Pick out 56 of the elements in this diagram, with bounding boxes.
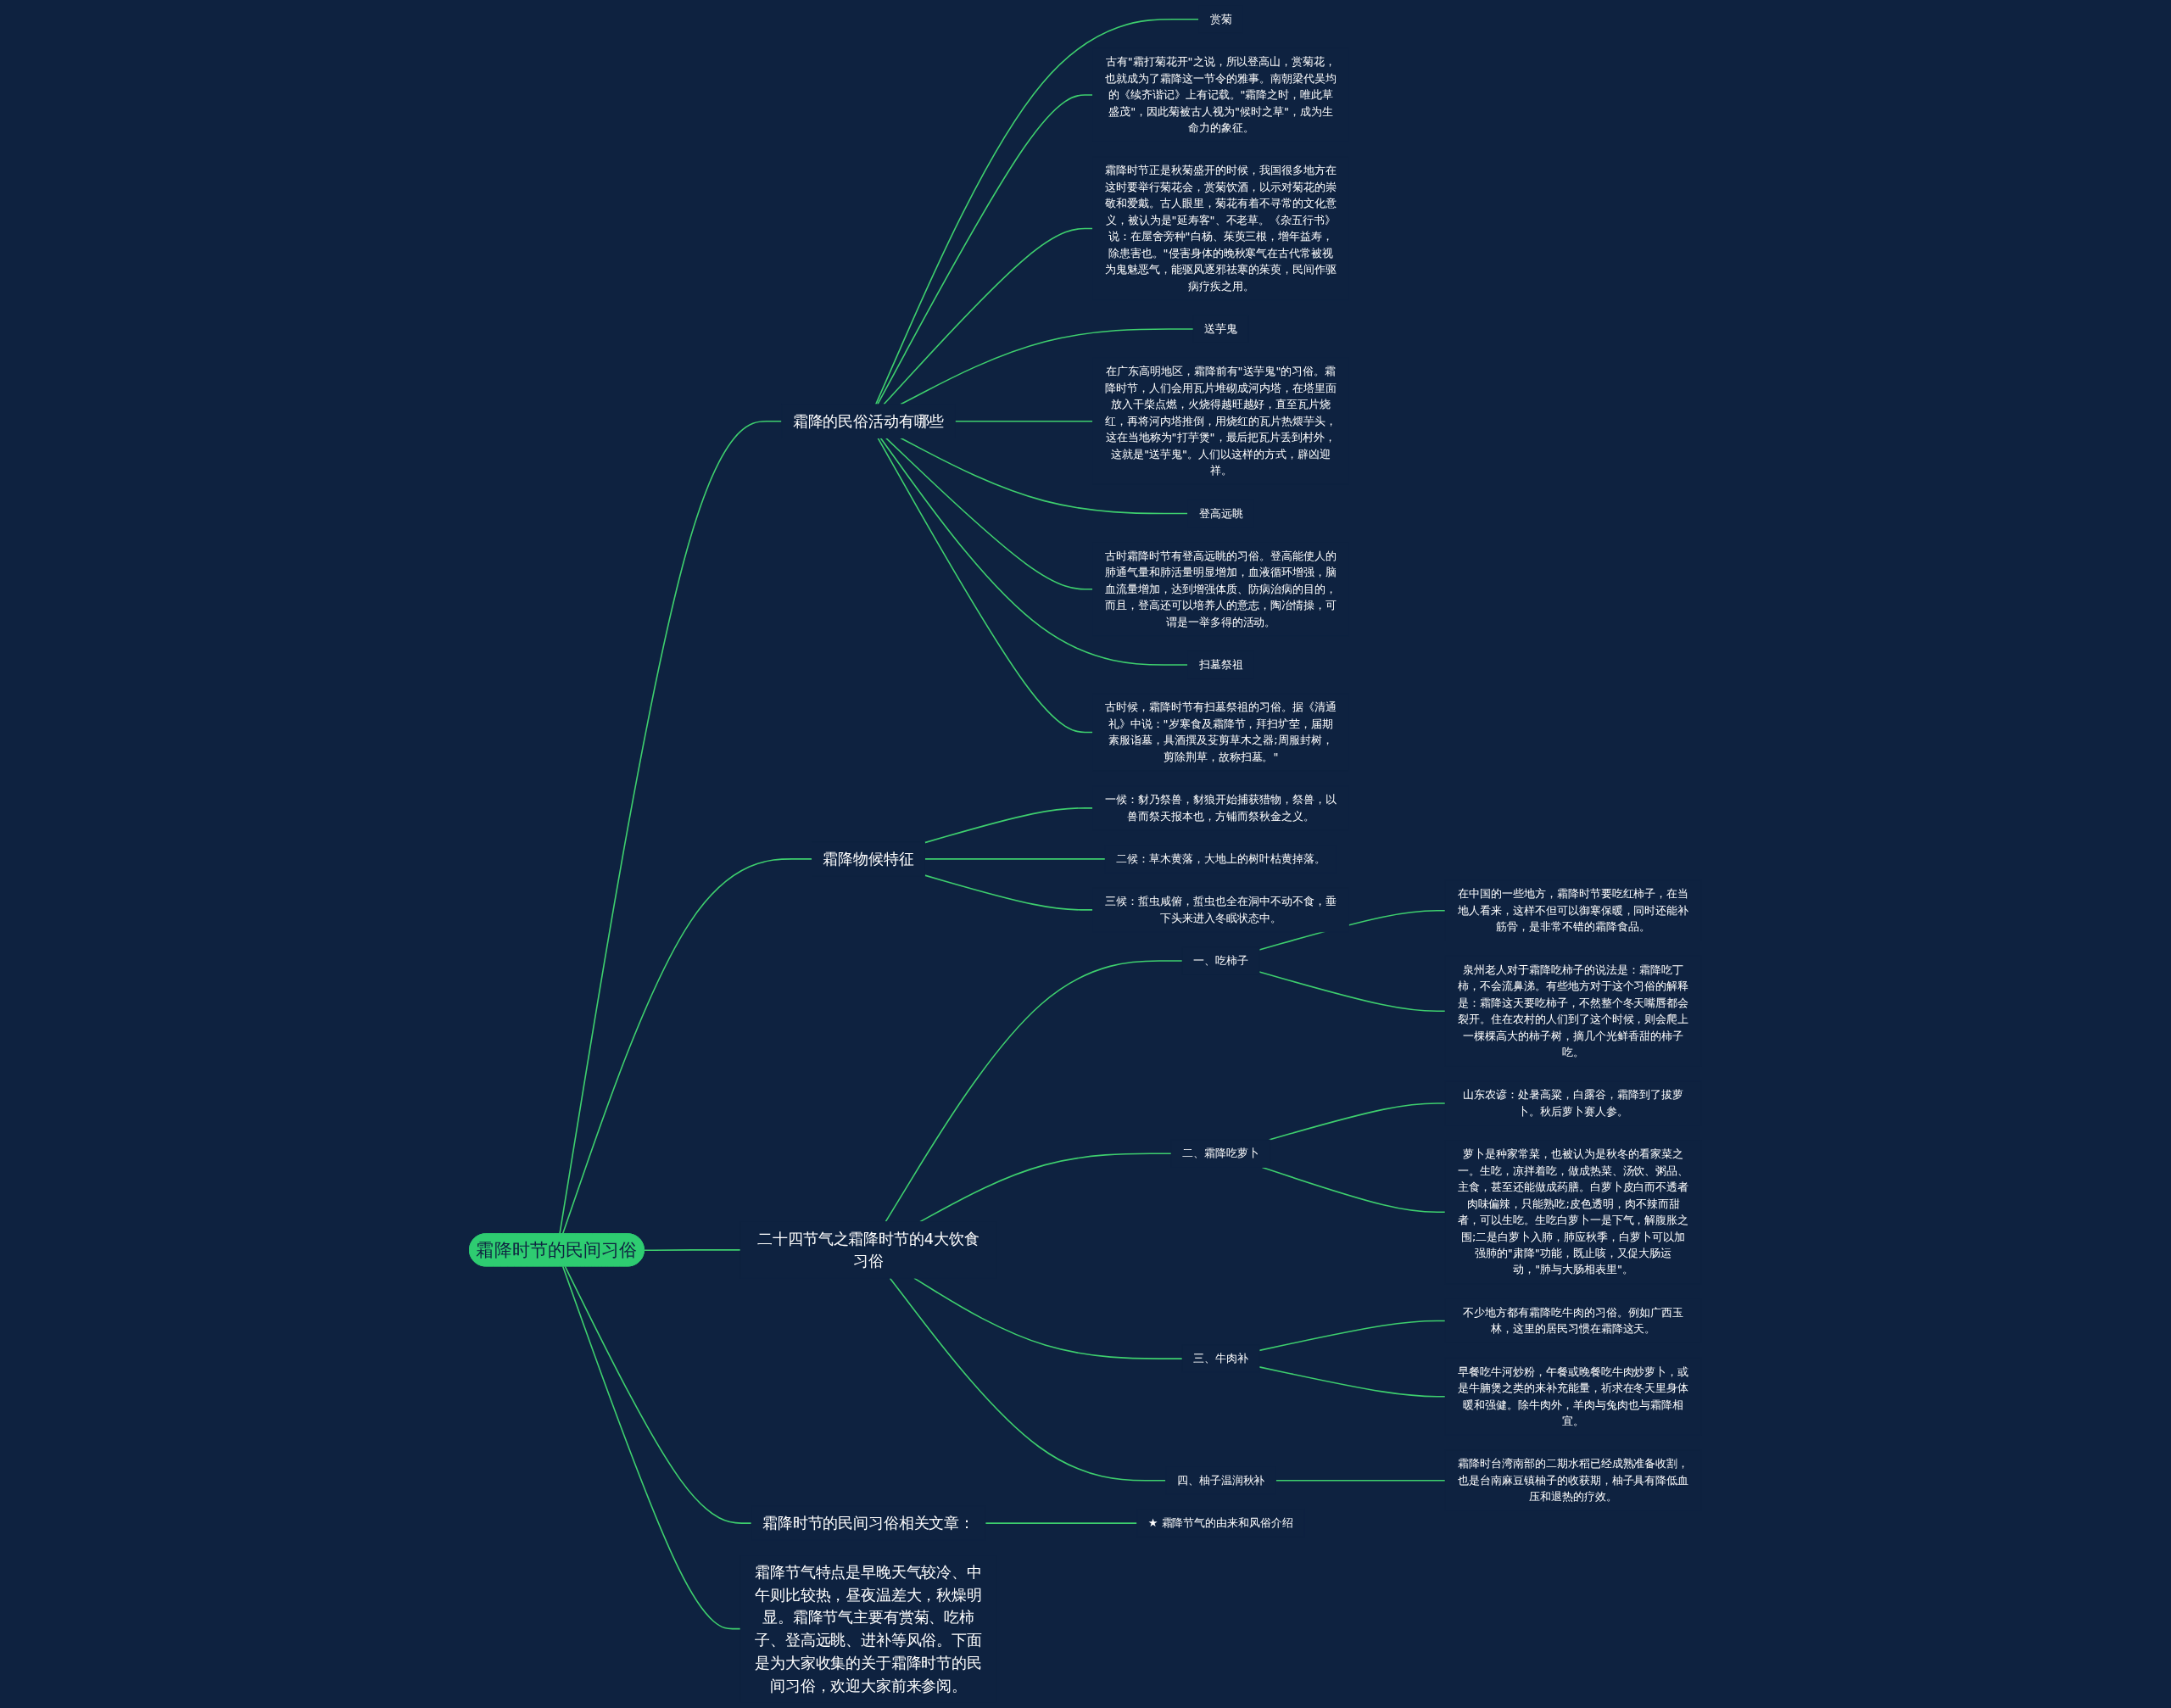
- node-text: 霜降时节正是秋菊盛开的时候，我国很多地方在这时要举行菊花会，赏菊饮酒，以示对菊花的崇敬和爱戴。古人眼里，菊花有着不寻常的文化意义，被认为是"延寿客"、不老草。《杂五行书》说：在屋舍旁种"白杨、茱萸三根，增年益寿，除患害也。"侵害身体的晚秋寒气在古代常被视为鬼魅恶气，能驱风逐邪祛寒的茱萸，民间作驱病疗疾之用。: [1105, 164, 1337, 293]
- connector: [913, 1277, 1184, 1359]
- connector: [562, 1265, 742, 1630]
- connector: [1261, 1166, 1447, 1214]
- node-text: 登高远眺: [1198, 506, 1243, 520]
- node-text: 霜降物候特征: [823, 850, 914, 868]
- connector: [924, 807, 1094, 844]
- node-text: ★ 霜降节气的由来和风俗介绍: [1147, 1515, 1294, 1530]
- connector: [924, 858, 1107, 860]
- connector: [985, 1522, 1138, 1524]
- node-text: 一候：豺乃祭兽，豺狼开始捕获猎物，祭兽，以兽而祭天报本也，方铺而祭秋金之义。: [1105, 792, 1337, 823]
- connector: [1259, 971, 1447, 1013]
- node-text: 一、吃柿子: [1193, 953, 1249, 968]
- node-text: 赏菊: [1209, 12, 1232, 26]
- connector: [885, 437, 1094, 590]
- node-text: 不少地方都有霜降吃牛肉的习俗。例如广西玉林，这里的居民习惯在霜降这天。: [1463, 1305, 1684, 1336]
- node-text: 送芋鬼: [1204, 321, 1238, 336]
- node-text: 泉州老人对于霜降吃柿子的说法是：霜降吃丁柿，不会流鼻涕。有些地方对于这个习俗的解释是：霜降这天要吃柿子，不然整个冬天嘴唇都会裂开。住在农村的人们到了这个时候，则会爬上一棵棵高大的柿子树，摘几个光鲜香甜的柿子吃。: [1457, 963, 1689, 1059]
- node-text: 四、柚子温润秋补: [1176, 1473, 1265, 1488]
- connector: [900, 437, 1189, 515]
- node-text: 霜降的民俗活动有哪些: [792, 412, 945, 430]
- node-text: 早餐吃牛河炒粉，午餐或晚餐吃牛肉炒萝卜，或是牛腩煲之类的来补充能量，祈求在冬天里身体暖和强健。除牛肉外，羊肉与兔肉也与霜降相宜。: [1457, 1365, 1689, 1428]
- connector: [889, 1277, 1167, 1482]
- connector: [1275, 1479, 1447, 1482]
- node-text: 扫墓祭祖: [1198, 657, 1243, 672]
- connector: [564, 1265, 753, 1524]
- connector: [1259, 1320, 1447, 1352]
- connector: [644, 1249, 742, 1252]
- connector: [875, 18, 1200, 405]
- node-text: 霜降节气特点是早晚天气较冷、中午则比较热，昼夜温差大，秋燥明显。霜降节气主要有赏菊、吃柿子、登高远眺、进补等风俗。下面是为大家收集的关于霜降时节的民间习俗，欢迎大家前来参阅。: [755, 1563, 983, 1694]
- node-text: 霜降时节的民间习俗相关文章：: [762, 1514, 975, 1532]
- node-text: 在广东高明地区，霜降前有"送芋鬼"的习俗。霜降时节，人们会用瓦片堆砌成河内塔，在塔里面放入干柴点燃，火烧得越旺越好，直至瓦片烧红，再将河内塔推倒，用烧红的瓦片热煨芋头，这在当地称为"打芋煲"，最后把瓦片丢到村外，这就是"送芋鬼"。人们以这样的方式，辟凶迎祥。: [1105, 365, 1337, 477]
- node-text: 山东农谚：处暑高粱，白露谷，霜降到了拔萝卜。秋后萝卜赛人参。: [1463, 1088, 1684, 1119]
- node-text: 三候：蜇虫咸俯，蜇虫也全在洞中不动不食，垂下头来进入冬眠状态中。: [1105, 895, 1337, 924]
- connector: [561, 858, 813, 1235]
- node-text: 二、霜降吃萝卜: [1182, 1147, 1260, 1160]
- connector: [919, 1153, 1173, 1223]
- node-text: 三、牛肉补: [1193, 1351, 1249, 1365]
- connector: [924, 874, 1094, 911]
- node-text: 古时霜降时节有登高远眺的习俗。登高能使人的肺通气量和肺活量明显增加，血液循环增强，脑血流量增加，达到增强体质、防病治病的目的，而且，登高还可以培养人的意志，陶冶情操，可谓是一举多得的活动。: [1105, 549, 1337, 628]
- node-text: 古时候，霜降时节有扫墓祭祖的习俗。据《清通礼》中说："岁寒食及霜降节，拜扫圹茔，届期素服诣墓，具酒撰及芟剪草木之器;周服封树，剪除荆草，故称扫墓。": [1105, 701, 1337, 764]
- connector: [559, 420, 783, 1235]
- connector: [1259, 1366, 1447, 1398]
- connector: [954, 420, 1094, 422]
- connector: [877, 94, 1094, 405]
- connector: [883, 227, 1094, 405]
- node-text: 霜降时台湾南部的二期水稻已经成熟准备收割，也是台南麻豆镇柚子的收获期，柚子具有降低血压和退热的疗效。: [1457, 1457, 1689, 1504]
- node-text: 在中国的一些地方，霜降时节要吃红柿子，在当地人看来，这样不但可以御寒保暖，同时还能补筋骨，是非常不错的霜降食品。: [1457, 887, 1689, 934]
- connector: [877, 437, 1094, 734]
- connector: [900, 328, 1195, 405]
- connector: [885, 960, 1184, 1223]
- node-text: 二十四节气之霜降时节的4大饮食习俗: [757, 1230, 979, 1270]
- node-text: 萝卜是种家常菜，也被认为是秋冬的看家菜之一。生吃，凉拌着吃，做成热菜、汤饮、粥品、主食，甚至还能做成药膳。白萝卜皮白而不透者肉味偏辣，只能熟吃;皮色透明，肉不辣而甜者，可以生吃。生吃白萝卜一是下气，解腹胀之围;二是白萝卜入肺，肺应秋季，白萝卜可以加强肺的"肃降"功能，既止咳，又促大肠运动，"肺与大肠相表里"。: [1457, 1147, 1689, 1276]
- node-text: 古有"霜打菊花开"之说，所以登高山，赏菊花，也就成为了霜降这一节令的雅事。南朝梁代吴均的《续齐谐记》上有记载。"霜降之时，唯此草盛茂"，因此菊被古人视为"候时之草"，成为生命力的象征。: [1105, 54, 1337, 135]
- connector: [879, 437, 1189, 666]
- node-text: 二候：草木黄落，大地上的树叶枯黄掉落。: [1116, 851, 1326, 866]
